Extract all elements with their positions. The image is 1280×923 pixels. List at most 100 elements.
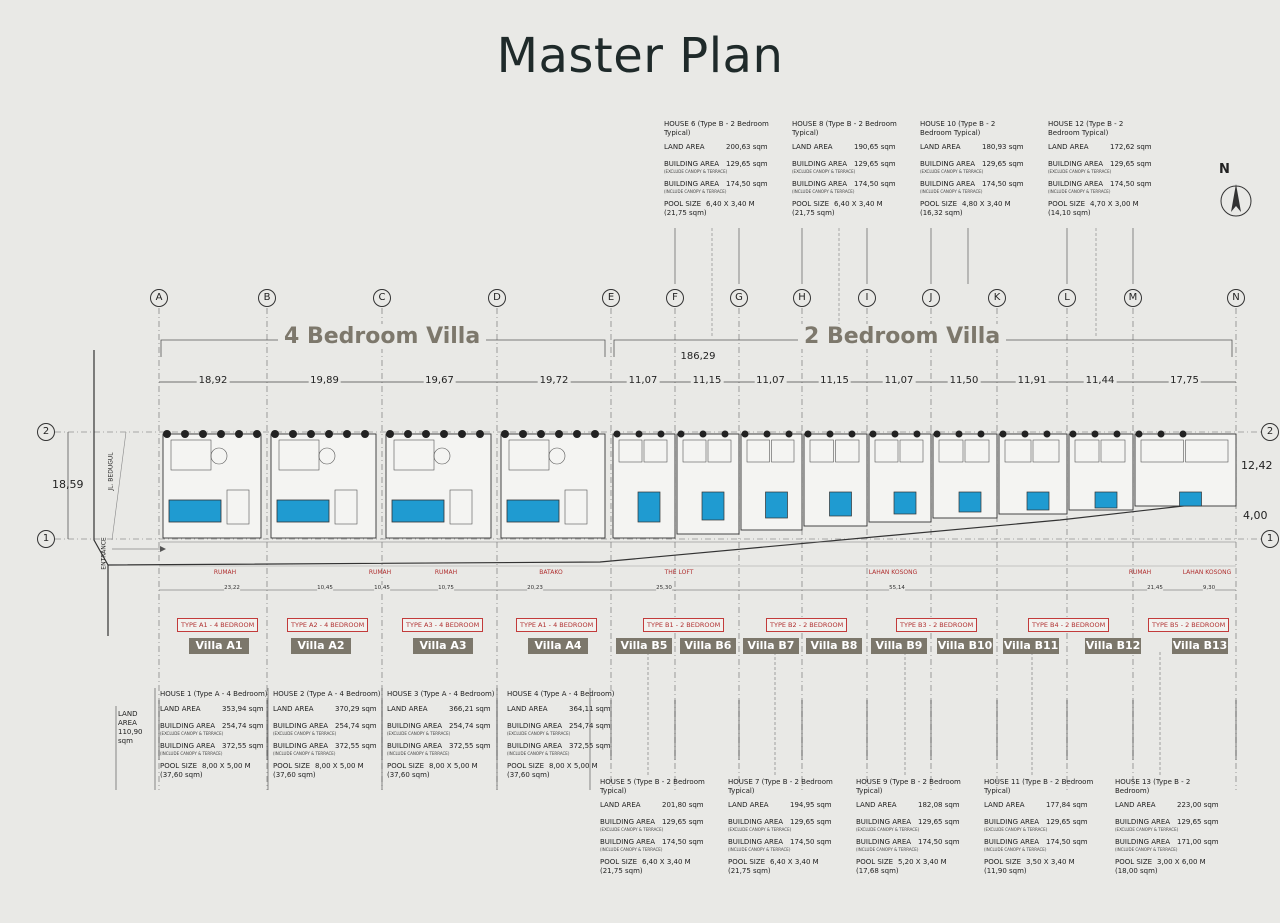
info-key: BUILDING AREA: [984, 818, 1040, 826]
grid-marker-J: J: [922, 289, 940, 307]
villa-label-villa-b10: Villa B10: [937, 638, 993, 654]
tree-icon: [913, 430, 921, 438]
tree-icon: [217, 430, 225, 438]
villa-b-room-b-6: [964, 439, 990, 463]
house-info-top-0: HOUSE 6 (Type B - 2 Bedroom Typical)LAND…: [664, 120, 769, 218]
villa-b-room-b-3: [771, 439, 795, 463]
tree-icon: [404, 430, 412, 438]
villa-label-villa-a4: Villa A4: [528, 638, 588, 654]
land-dimension-4: 20,23: [527, 585, 543, 591]
tree-icon: [289, 430, 297, 438]
info-key: LAND AREA: [1115, 801, 1156, 809]
house-heading: HOUSE 13 (Type B - 2 Bedroom): [1115, 778, 1191, 795]
neighbor-land-label-7: LAHAN KOSONG: [1182, 569, 1232, 576]
north-label: N: [1219, 162, 1230, 177]
total-land-area-value: 110,90 sqm: [118, 728, 143, 745]
tree-icon: [826, 430, 834, 438]
info-key: BUILDING AREA: [1048, 160, 1104, 168]
villa-a-carport-3: [449, 489, 473, 525]
info-note: (EXCLUDE CANOPY & TERRACE): [387, 730, 451, 736]
dimension-0: 18,92: [196, 375, 230, 386]
villa-a-fixture-4: [548, 447, 566, 465]
dimension-5: 11,15: [690, 375, 724, 386]
type-label-0: TYPE A1 - 4 BEDROOM: [177, 618, 259, 632]
info-value: 129,65 sqm: [726, 160, 768, 168]
info-key: LAND AREA: [856, 801, 897, 809]
land-dimension-8: 9,30: [1202, 585, 1216, 591]
tree-icon: [763, 430, 771, 438]
tree-icon: [635, 430, 643, 438]
villa-a-carport-2: [334, 489, 358, 525]
pool-value: 5,20 X 3,40 M: [898, 858, 947, 866]
tree-icon: [555, 430, 563, 438]
tree-icon: [181, 430, 189, 438]
info-key: LAND AREA: [920, 143, 961, 151]
info-value: 129,65 sqm: [1110, 160, 1152, 168]
tree-icon: [163, 430, 171, 438]
pool-key: POOL SIZE: [920, 200, 958, 208]
info-note: (EXCLUDE CANOPY & TERRACE): [856, 827, 920, 832]
info-value: 254,74 sqm: [569, 721, 611, 730]
villa-label-villa-a3: Villa A3: [413, 638, 473, 654]
neighbor-land-label-3: BATAKO: [539, 569, 563, 576]
info-note: (INCLUDE CANOPY & TERRACE): [1048, 189, 1111, 194]
pool-value: 4,70 X 3,00 M: [1090, 200, 1139, 208]
info-key: BUILDING AREA: [387, 741, 443, 750]
tree-icon: [741, 430, 749, 438]
pool-value: 8,00 X 5,00 M: [549, 761, 598, 770]
tree-icon: [955, 430, 963, 438]
grid-marker-E: E: [602, 289, 620, 307]
info-note: (INCLUDE CANOPY & TERRACE): [1115, 847, 1178, 852]
tree-icon: [199, 430, 207, 438]
total-width-dimension: 186,29: [680, 351, 716, 362]
land-dimension-1: 10,45: [317, 585, 333, 591]
pool-key: POOL SIZE: [160, 761, 198, 770]
grid-marker-D: D: [488, 289, 506, 307]
tree-icon: [361, 430, 369, 438]
info-key: BUILDING AREA: [856, 838, 912, 846]
pool-value: 3,00 X 6,00 M: [1157, 858, 1206, 866]
house-heading: HOUSE 5 (Type B - 2 Bedroom Typical): [600, 778, 705, 795]
neighbor-land-label-6: RUMAH: [1128, 569, 1152, 576]
villa-b-room-a-4: [809, 439, 834, 463]
tree-icon: [869, 430, 877, 438]
house-heading: HOUSE 1 (Type A - 4 Bedroom): [160, 690, 268, 698]
info-key: BUILDING AREA: [1115, 818, 1171, 826]
tree-icon: [699, 430, 707, 438]
land-dimension-3: 10,75: [438, 585, 454, 591]
info-key: LAND AREA: [507, 704, 548, 713]
villa-label-villa-a2: Villa A2: [291, 638, 351, 654]
pool-area: (18,00 sqm): [1115, 867, 1158, 875]
house-info-bottom-2: HOUSE 9 (Type B - 2 Bedroom Typical)LAND…: [856, 778, 966, 876]
info-note: (INCLUDE CANOPY & TERRACE): [160, 750, 223, 756]
neighbor-land-label-4: THE LOFT: [664, 569, 694, 576]
info-key: BUILDING AREA: [728, 838, 784, 846]
type-label-5: TYPE B2 - 2 BEDROOM: [766, 618, 848, 632]
villa-a-carport-4: [564, 489, 588, 525]
tree-icon: [307, 430, 315, 438]
tree-icon: [1113, 430, 1121, 438]
villa-b-room-a-5: [874, 439, 899, 463]
tree-icon: [677, 430, 685, 438]
tree-icon: [235, 430, 243, 438]
pool-value: 8,00 X 5,00 M: [202, 761, 251, 770]
